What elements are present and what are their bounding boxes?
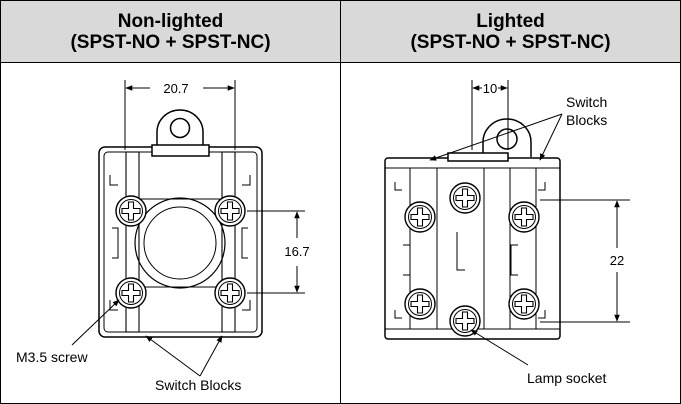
left-width-value: 20.7 xyxy=(163,81,188,96)
screw-icon xyxy=(404,288,436,320)
screw-icon xyxy=(214,277,246,309)
right-title-line2: (SPST-NO + SPST-NC) xyxy=(410,31,611,53)
right-blocks-label-line2: Blocks xyxy=(566,112,607,128)
screw-icon xyxy=(508,288,540,320)
right-title-line1: Lighted xyxy=(476,10,545,32)
left-switch-drawing xyxy=(98,109,263,338)
left-callouts xyxy=(71,299,223,377)
right-panel-header: Lighted (SPST-NO + SPST-NC) xyxy=(341,1,680,63)
right-width-value: 10 xyxy=(483,81,497,96)
left-blocks-label: Switch Blocks xyxy=(155,377,241,393)
right-width-dimension xyxy=(471,80,509,150)
left-title-line1: Non-lighted xyxy=(117,10,224,32)
left-height-value: 16.7 xyxy=(284,244,309,259)
right-height-dimension xyxy=(540,199,630,323)
right-callouts xyxy=(429,113,563,366)
right-switch-drawing xyxy=(384,118,561,340)
screw-icon xyxy=(404,201,436,233)
right-screws xyxy=(404,182,540,337)
screw-icon xyxy=(449,305,481,337)
left-title-line2: (SPST-NO + SPST-NC) xyxy=(70,31,271,53)
right-socket-label: Lamp socket xyxy=(527,370,606,386)
panel-divider xyxy=(340,62,341,403)
screw-icon xyxy=(449,182,481,214)
left-screw-label: M3.5 screw xyxy=(16,349,88,365)
screw-icon xyxy=(214,195,246,227)
screw-icon xyxy=(115,277,147,309)
left-panel-header: Non-lighted (SPST-NO + SPST-NC) xyxy=(1,1,341,63)
screw-icon xyxy=(115,195,147,227)
right-height-value: 22 xyxy=(610,253,624,268)
right-blocks-label-line1: Switch xyxy=(566,94,607,110)
screw-icon xyxy=(508,201,540,233)
left-height-dimension xyxy=(247,210,305,294)
left-width-dimension xyxy=(124,80,236,150)
